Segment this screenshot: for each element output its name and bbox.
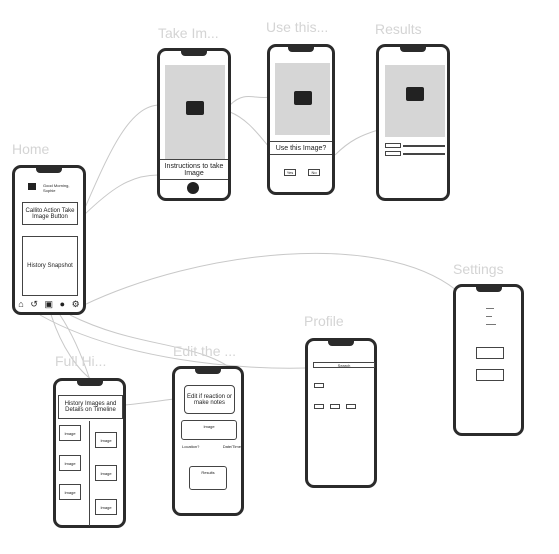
use-this-title: Use this... (266, 19, 329, 35)
result-bar (403, 153, 445, 155)
edit-notes-button[interactable]: Edit if reaction or make notes (184, 385, 235, 414)
connector-home-profile (39, 314, 307, 369)
profile-tag[interactable] (330, 404, 340, 409)
history-image[interactable]: Image (95, 465, 117, 481)
history-image[interactable]: Image (59, 425, 81, 441)
history-screen: History Images and Details on Timeline I… (53, 378, 126, 528)
connector-home-take-2 (83, 174, 159, 216)
results-screen (376, 44, 450, 201)
history-header: History Images and Details on Timeline (58, 395, 123, 419)
home-icon[interactable]: ⌂ (18, 299, 24, 309)
connector-home-history (59, 314, 91, 381)
result-tag (385, 143, 401, 148)
history-icon[interactable]: ↺ (30, 299, 38, 309)
use-image-question: Use this Image? (270, 141, 332, 155)
connector-home-settings (83, 252, 457, 306)
history-image[interactable]: Image (59, 484, 81, 500)
connector-use-results (334, 129, 379, 156)
phone-notch (328, 340, 354, 346)
profile-title: Profile (304, 313, 344, 329)
result-tag (385, 151, 401, 156)
connector-home-edit (69, 314, 241, 376)
profile-screen: Search (305, 338, 377, 488)
history-title: Full Hi... (55, 353, 107, 369)
take-image-screen: Instructions to take Image (157, 48, 231, 201)
settings-title: Settings (453, 261, 504, 277)
profile-tag[interactable] (314, 383, 324, 388)
edit-screen: Edit if reaction or make notes Image Loc… (172, 366, 244, 516)
result-bar (403, 145, 445, 147)
gear-icon[interactable]: ⚙ (71, 299, 80, 309)
no-button[interactable]: No (308, 169, 320, 176)
avatar (28, 183, 36, 190)
take-image-title: Take Im... (158, 25, 219, 41)
settings-line (486, 316, 492, 317)
image-icon (406, 87, 424, 101)
home-screen: Good Morning, Sophie Callito Action Take… (12, 165, 86, 315)
bottom-nav: ⌂ ↺ ▣ ● ⚙ (15, 300, 83, 309)
connector-home-take (83, 104, 161, 211)
profile-tag[interactable] (314, 404, 324, 409)
results-title: Results (375, 21, 422, 37)
image-icon (186, 101, 204, 115)
yes-button[interactable]: Yes (284, 169, 296, 176)
image-icon (294, 91, 312, 105)
phone-notch (400, 46, 426, 52)
result-image (385, 65, 445, 137)
settings-line (486, 308, 494, 309)
phone-notch (195, 368, 221, 374)
history-image[interactable]: Image (59, 455, 81, 471)
shutter-icon[interactable] (187, 182, 199, 194)
profile-icon[interactable]: ● (59, 299, 66, 309)
phone-notch (36, 167, 62, 173)
home-title: Home (12, 141, 50, 157)
phone-notch (76, 380, 103, 386)
timeline-line (89, 421, 90, 526)
phone-notch (181, 50, 207, 56)
phone-notch (288, 46, 314, 52)
settings-screen (453, 284, 524, 436)
connector-take-use-2 (229, 111, 273, 151)
history-snapshot[interactable]: History Snapshot (22, 236, 78, 296)
datetime-field[interactable]: Date/Time (222, 444, 241, 449)
phone-notch (475, 286, 502, 292)
results-button[interactable]: Results (189, 466, 227, 490)
profile-tag[interactable] (346, 404, 356, 409)
settings-line (486, 324, 496, 325)
location-field[interactable]: Location? (182, 444, 200, 449)
camera-icon[interactable]: ▣ (44, 299, 53, 309)
settings-button[interactable] (476, 369, 504, 381)
edit-title: Edit the ... (173, 343, 237, 359)
greeting-text: Good Morning, Sophie (43, 183, 70, 193)
history-image[interactable]: Image (95, 432, 117, 448)
settings-button[interactable] (476, 347, 504, 359)
history-image[interactable]: Image (95, 499, 117, 515)
take-image-button[interactable]: Callito Action Take Image Button (22, 202, 78, 225)
use-this-screen: Use this Image? Yes No (267, 44, 335, 195)
instructions-text: Instructions to take Image (160, 159, 228, 180)
connector-take-use (229, 96, 271, 106)
edit-image[interactable]: Image (181, 420, 237, 440)
search-bar[interactable]: Search (313, 362, 375, 368)
